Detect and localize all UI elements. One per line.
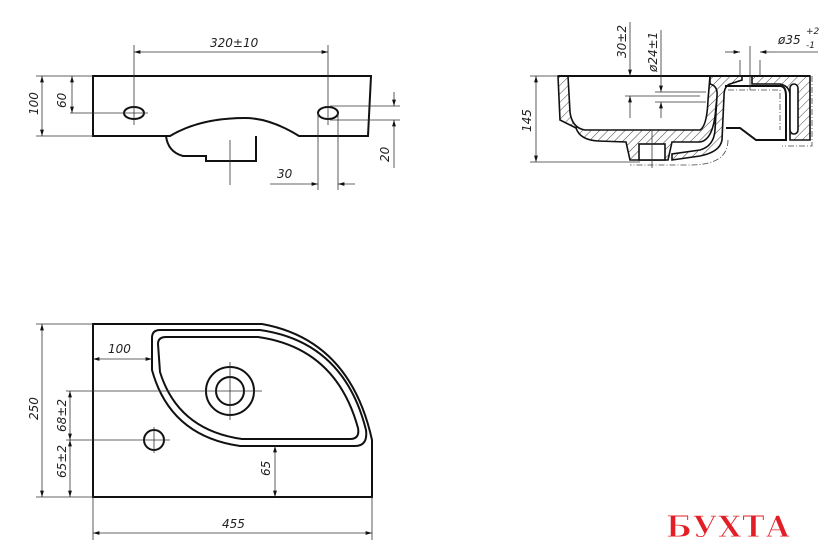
plan-view: 250 68±2 65±2 100 65 455 <box>27 323 373 540</box>
dim-overflow-dia: ø35 <box>777 33 801 47</box>
section-view: ø35 +2 -1 30±2 ø24±1 145 <box>520 22 820 168</box>
dim-height-100: 100 <box>27 92 41 115</box>
dim-hole-height-60: 60 <box>55 92 69 108</box>
dim-hole-edge-30: 30 <box>277 167 293 181</box>
dim-overflow-tol-minus: -1 <box>806 41 815 51</box>
dim-hole-spacing-68: 68±2 <box>55 399 69 432</box>
buhta-logo: БУХТА <box>666 510 791 545</box>
dim-offset-20: 20 <box>378 146 392 162</box>
dim-hole-spacing: 320±10 <box>210 36 259 50</box>
dim-bowl-front-65: 65 <box>259 461 273 476</box>
dim-bowl-offset-100: 100 <box>108 342 131 356</box>
dim-width-455: 455 <box>222 517 245 531</box>
dim-hole-edge-65: 65±2 <box>55 445 69 478</box>
dim-overflow-tol-plus: +2 <box>806 27 820 37</box>
dim-top-offset: 30±2 <box>615 25 629 58</box>
front-view: 320±10 100 60 20 30 <box>27 36 400 190</box>
dim-height-145: 145 <box>520 109 534 132</box>
dim-depth-250: 250 <box>27 397 41 420</box>
dim-drain-dia: ø24±1 <box>646 32 660 73</box>
